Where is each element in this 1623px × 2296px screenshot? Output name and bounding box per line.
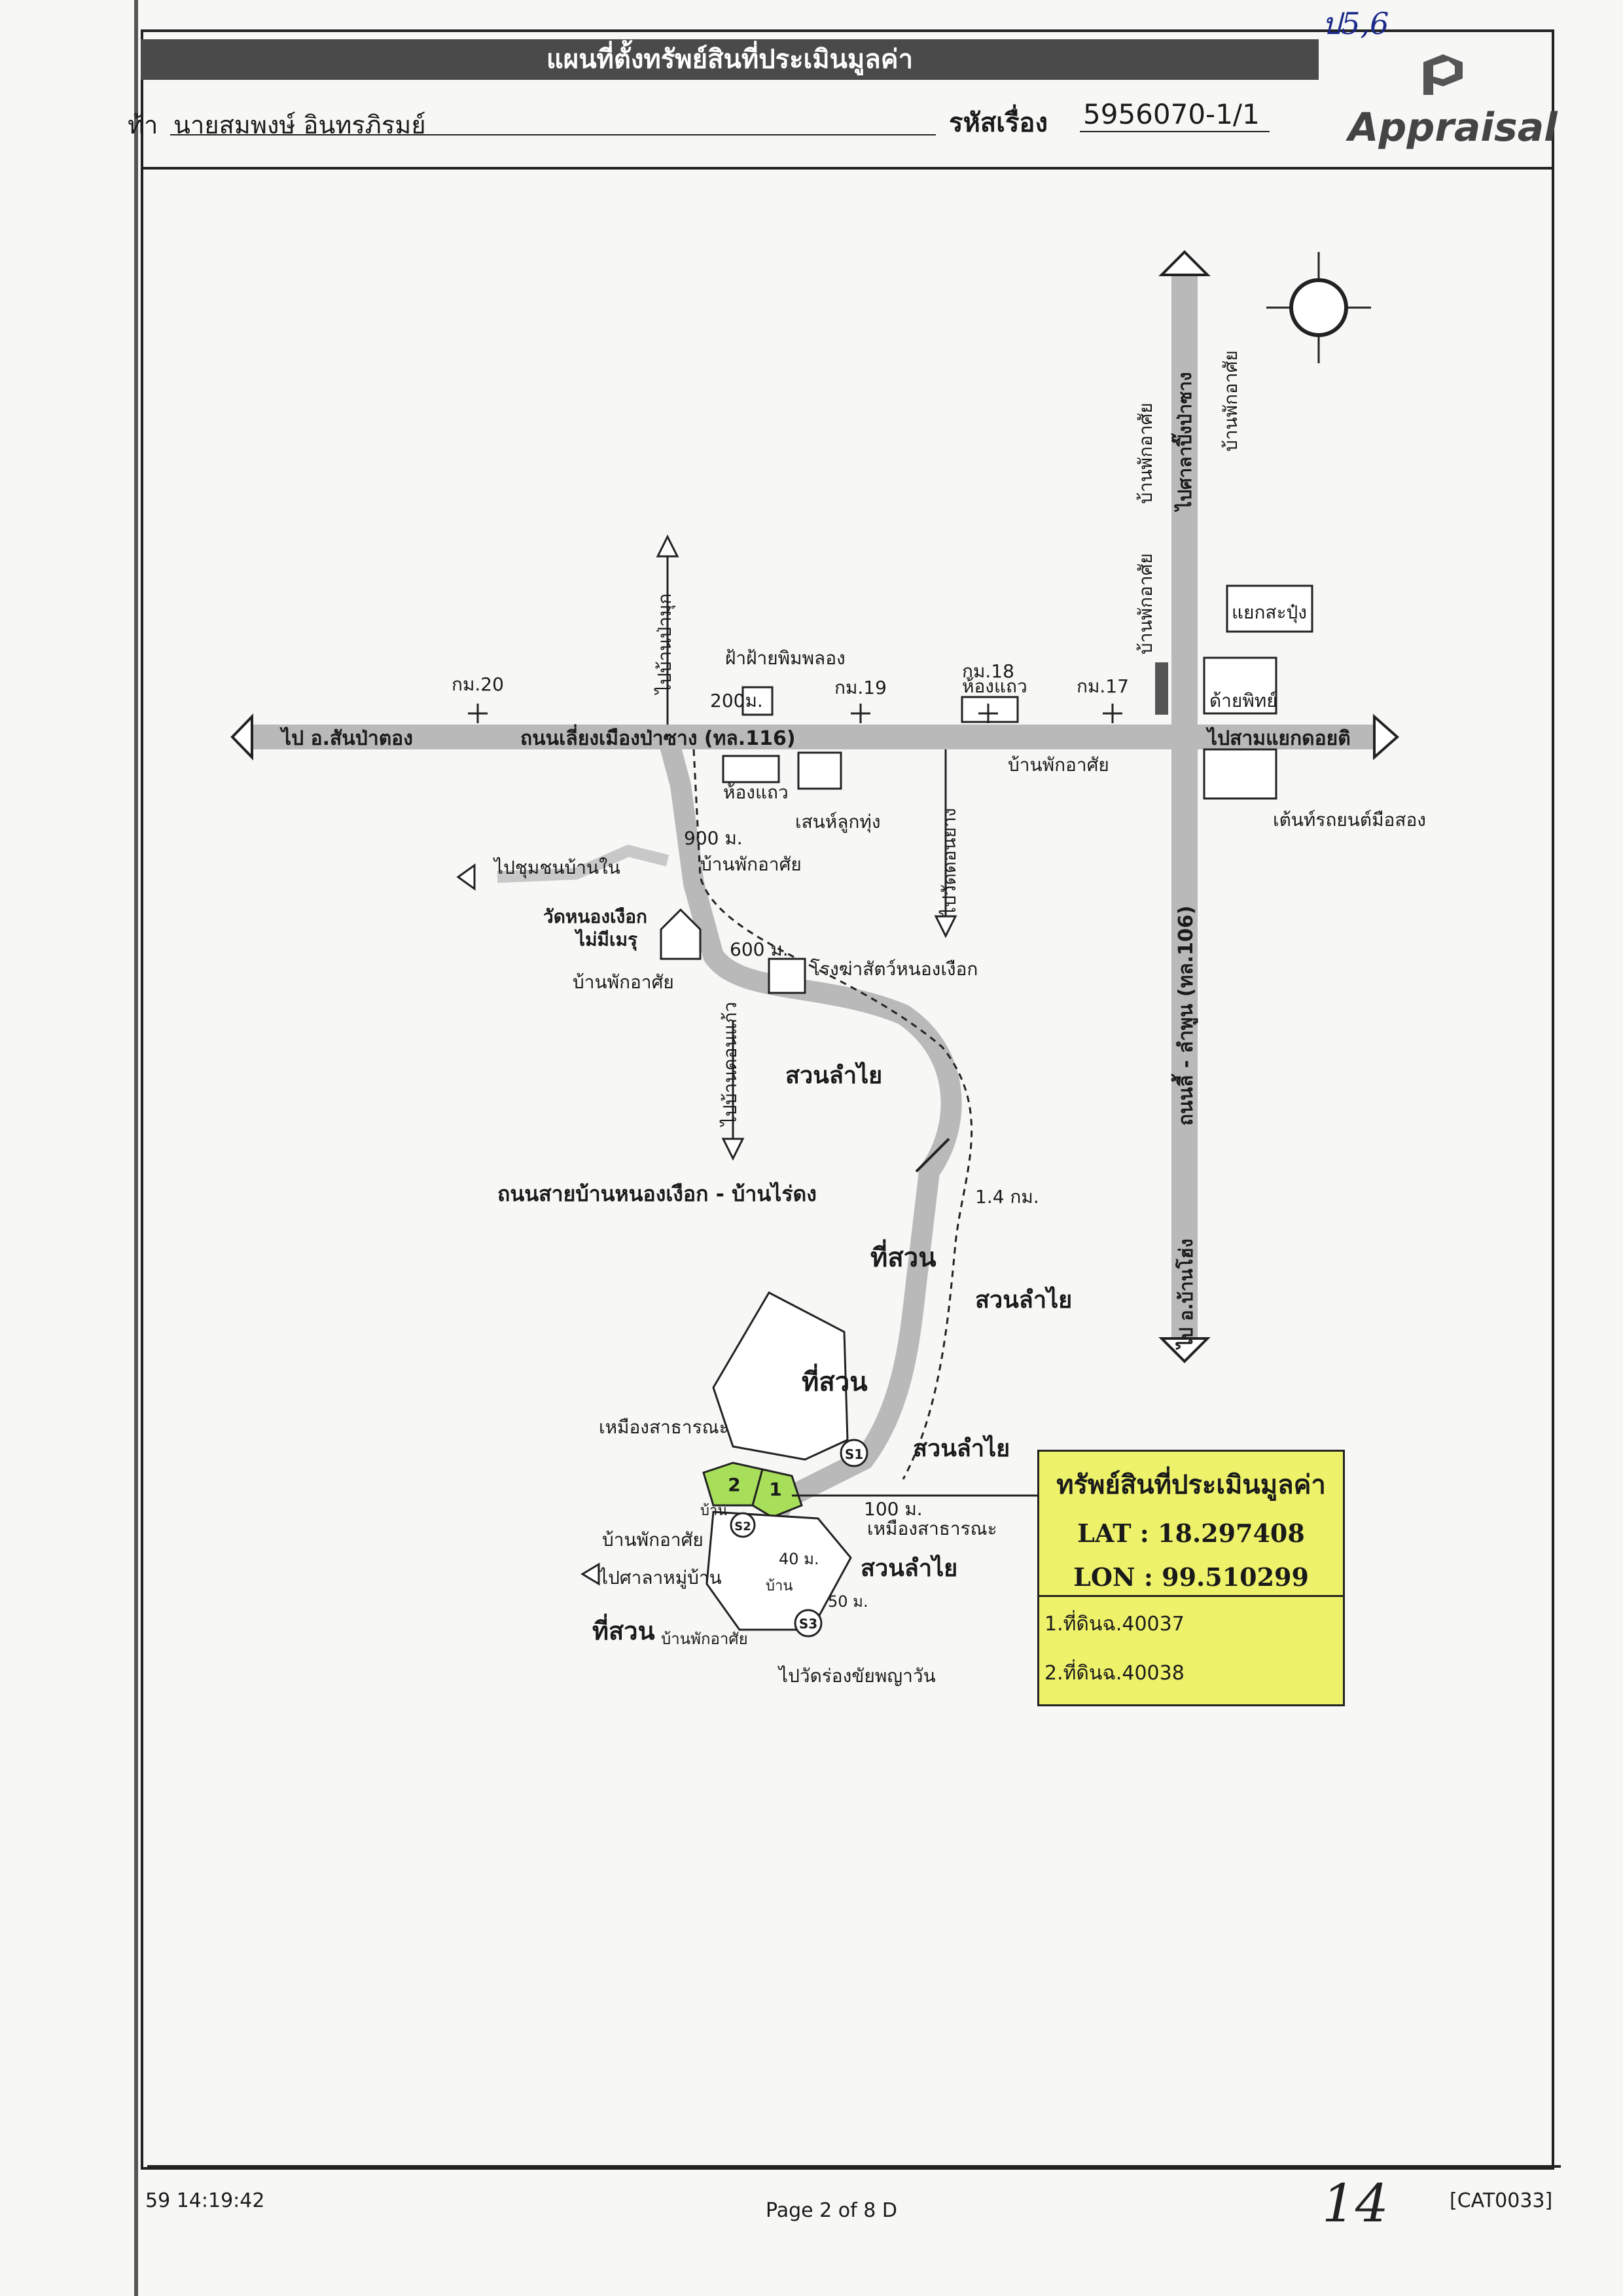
owner-underline xyxy=(170,134,936,135)
label-dist-100: 100 ม. xyxy=(864,1498,923,1520)
code-value: 5956070-1/1 xyxy=(1083,98,1260,130)
footer-timestamp: 59 14:19:42 xyxy=(145,2189,265,2212)
label-to-chumchon: ไปชุมชนบ้านใน xyxy=(493,857,620,879)
label-km20: กม.20 xyxy=(452,673,504,695)
parcel-item: 1.ที่ดินฉ.40037 xyxy=(1044,1613,1185,1636)
info-title: ทรัพย์สินที่ประเมินมูลค่า xyxy=(1056,1470,1326,1500)
label-yaek-sapung: แยกสะปุ๋ง xyxy=(1232,601,1307,624)
label-km18: กม.18 xyxy=(962,660,1014,682)
label-dist-1-4: 1.4 กม. xyxy=(975,1186,1039,1208)
parcel-1-label: 1 xyxy=(769,1479,781,1500)
label-dist-600: 600 ม. xyxy=(730,939,789,960)
label-dist-200: 200ม. xyxy=(710,690,763,711)
label-tent-car: เต้นท์รถยนต์มือสอง xyxy=(1273,809,1426,831)
landmarks xyxy=(660,584,1313,994)
owner-label: ท้า xyxy=(128,111,158,139)
page-title: แผนที่ตั้งทรัพย์สินที่ประเมินมูลค่า xyxy=(546,45,914,75)
property-info-box: ทรัพย์สินที่ประเมินมูลค่า LAT : 18.29740… xyxy=(1037,1450,1345,1597)
label-road-nong-nguak: ถนนสายบ้านหนองเงือก - บ้านไร่ดง xyxy=(497,1181,817,1206)
appraisal-logo-icon xyxy=(1423,54,1463,95)
label-km17: กม.17 xyxy=(1077,675,1129,697)
code-label: รหัสเรื่อง xyxy=(949,108,1048,138)
header-rule xyxy=(141,167,1554,170)
footer-page: Page 2 of 8 D xyxy=(766,2199,897,2222)
page-edge xyxy=(134,0,138,2296)
label-main-road: ถนนเลี่ยงเมืองป่าซาง (ทล.116) xyxy=(520,724,796,750)
label-ban-phak-main: บ้านพักอาศัย xyxy=(1008,754,1109,776)
parcel-item: 2.ที่ดินฉ.40038 xyxy=(1044,1662,1185,1685)
page-frame xyxy=(141,29,1554,2170)
label-ban-phak-n2: บ้านพักอาศัย xyxy=(1220,350,1241,452)
label-km19: กม.19 xyxy=(834,677,887,698)
side-road-arrows xyxy=(656,534,957,1161)
label-road-106: ถนนลี้ - ลำพูน (ทล.106) xyxy=(1171,906,1198,1126)
subject-parcels: 2 1 S1 S2 S3 xyxy=(580,1291,1041,1638)
label-to-lamphun: ไปศาลาปิ๊งป่าซาง xyxy=(1171,372,1196,512)
label-ban-phak-n1: บ้านพักอาศัย xyxy=(1135,403,1156,504)
label-thi-suan-3: ที่สวน xyxy=(592,1613,655,1645)
label-to-ban-don-kaew: ไปบ้านดอนแก้ว xyxy=(719,1002,741,1127)
label-hong-kaew-top: ห้องแถว xyxy=(962,675,1027,697)
km-markers xyxy=(468,704,1122,723)
s1-label: S1 xyxy=(845,1446,863,1462)
label-wat-name-1: วัดหนองเงือก xyxy=(543,906,647,927)
label-wat-name-2: ไม่มีเมรุ xyxy=(574,929,637,951)
label-suan-lamyai-3: สวนลำไย xyxy=(913,1434,1010,1462)
label-slaughter: โรงฆ่าสัตว์หนองเงือก xyxy=(810,958,978,980)
title-bar xyxy=(141,39,1319,80)
label-dist-900: 900 ม. xyxy=(684,827,743,849)
parcel-2-label: 2 xyxy=(728,1474,740,1496)
label-ban-phak-s2: บ้านพักอาศัย xyxy=(602,1529,704,1551)
parcel-list-box: 1.ที่ดินฉ.40037 2.ที่ดินฉ.40038 xyxy=(1037,1595,1345,1706)
label-to-samyaek: ไปสามแยกดอยติ xyxy=(1205,726,1351,750)
label-to-sala: ไปศาลาหมู่บ้าน xyxy=(597,1567,722,1589)
code-underline xyxy=(1080,131,1270,132)
road-106 xyxy=(1158,250,1211,1363)
logo-text: Appraisal xyxy=(1348,105,1558,151)
footer-rule xyxy=(147,2165,1561,2168)
label-to-ban-dong: ไปวัดดอนยาง xyxy=(938,808,960,918)
north-arrow xyxy=(1266,252,1371,363)
label-mueang-1: เหมืองสาธารณะ xyxy=(599,1416,729,1438)
label-suan-lamyai-1: สวนลำไย xyxy=(785,1061,882,1089)
label-thi-suan-1: ที่สวน xyxy=(870,1239,936,1273)
footer-doc-code: [CAT0033] xyxy=(1450,2189,1553,2212)
label-suan-lamyai-4: สวนลำไย xyxy=(861,1554,957,1582)
label-ban-phak-wat: บ้านพักอาศัย xyxy=(573,971,674,993)
label-mueang-2: เหมืองสาธารณะ xyxy=(867,1518,997,1539)
info-lat: LAT : 18.297408 xyxy=(1077,1518,1305,1548)
info-lon: LON : 99.510299 xyxy=(1073,1562,1309,1592)
s2-label: S2 xyxy=(734,1520,751,1534)
label-ban-small: บ้าน xyxy=(700,1503,727,1519)
label-suan-lamyai-2: สวนลำไย xyxy=(975,1285,1072,1314)
label-ban-phak-s3: บ้านพักอาศัย xyxy=(661,1630,748,1648)
label-senshe: เสนห์ลูกทุ่ง xyxy=(795,811,881,833)
label-thi-suan-2: ที่สวน xyxy=(802,1363,868,1397)
road-nong-nguak xyxy=(456,733,973,1530)
label-ban-phak-n3: บ้านพักอาศัย xyxy=(1135,553,1156,655)
label-tai-phit: ด้ายพิทย์ xyxy=(1209,690,1277,711)
label-pha-fai: ฝ้าฝ้ายพิมพลอง xyxy=(725,647,846,669)
handwritten-note: ป5,6 xyxy=(1322,6,1389,41)
label-to-ban-hong: ไป อ.บ้านโฮ่ง xyxy=(1175,1239,1197,1351)
label-ban-phak-900: บ้านพักอาศัย xyxy=(700,853,802,875)
label-dist-50: 50 ม. xyxy=(828,1592,868,1611)
handwritten-number: 14 xyxy=(1322,2173,1389,2234)
label-to-ban-pa-muk: ไปบ้านป่ามุก xyxy=(654,594,676,695)
label-hong-kaew: ห้องแถว xyxy=(723,781,789,803)
label-to-sanpatong: ไป อ.สันป่าตอง xyxy=(279,726,413,750)
label-dist-40: 40 ม. xyxy=(779,1550,819,1568)
label-to-wat-rong: ไปวัดร่องขัยพญาวัน xyxy=(777,1665,936,1687)
label-ban-small-2: บ้าน xyxy=(766,1578,793,1594)
s3-label: S3 xyxy=(799,1616,817,1632)
